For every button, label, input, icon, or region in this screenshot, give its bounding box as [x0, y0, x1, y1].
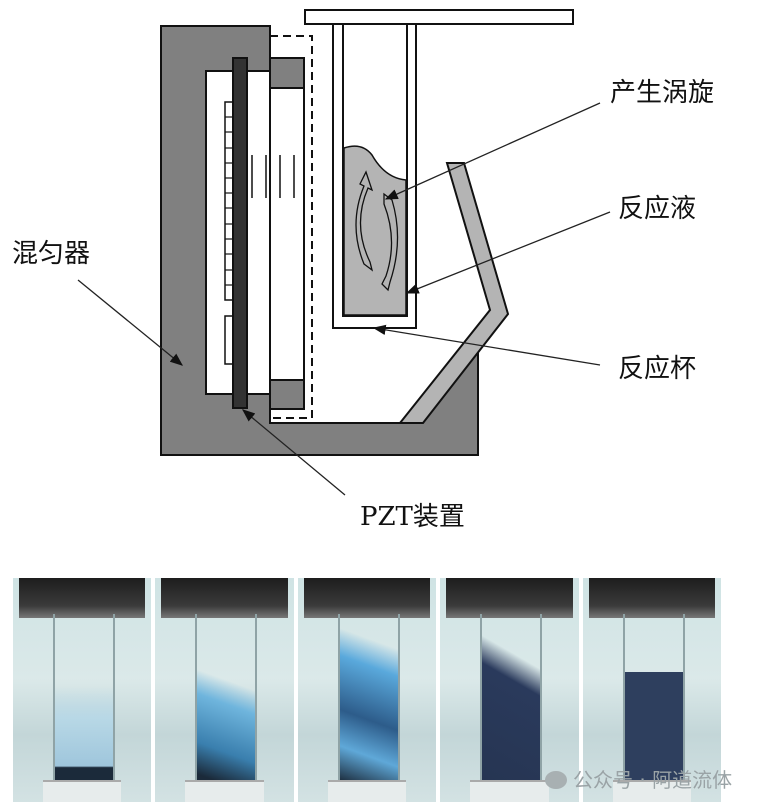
label-vortex: 产生涡旋 [610, 78, 715, 108]
mixer-diagram [77, 9, 611, 496]
mixing-photo-sequence [13, 578, 722, 802]
label-reaction-liquid: 反应液 [618, 194, 697, 224]
photo-frame-3 [297, 578, 437, 802]
photo-frame-4 [440, 578, 579, 802]
pzt-plate [232, 57, 248, 409]
watermark: 公众号 · 阿道流体 [545, 764, 732, 793]
wechat-icon [545, 771, 567, 789]
label-mixer: 混匀器 [12, 239, 91, 269]
photo-frame-1 [13, 578, 152, 802]
label-reaction-cup: 反应杯 [618, 354, 697, 384]
label-pzt: PZT装置 [360, 502, 465, 532]
photo-frame-5 [582, 578, 722, 802]
photo-frame-2 [155, 578, 294, 802]
watermark-text: 公众号 · 阿道流体 [573, 768, 733, 792]
